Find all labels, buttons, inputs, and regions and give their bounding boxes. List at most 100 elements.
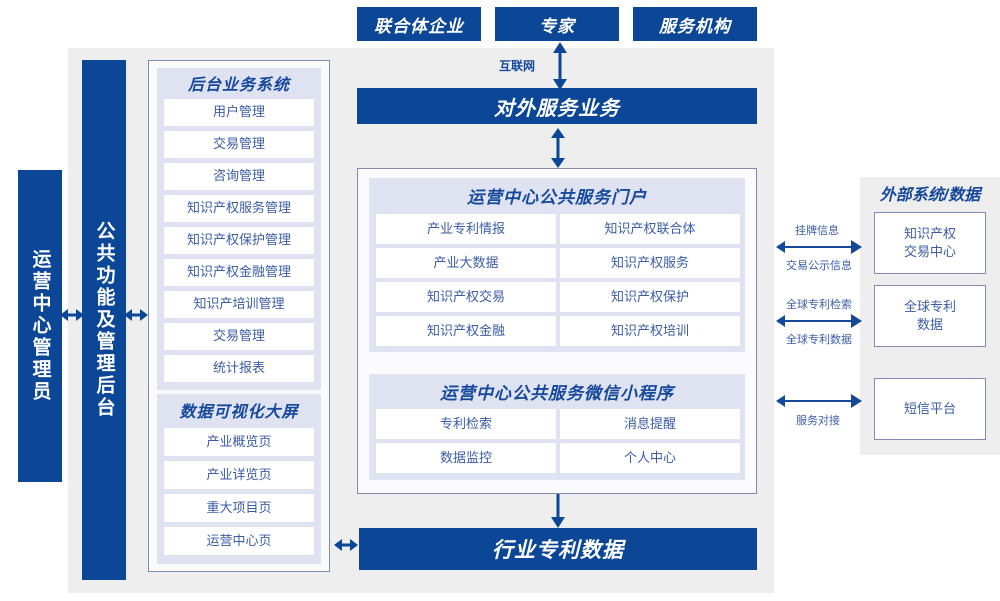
portal-title-text: 运营中心公共服务门户 xyxy=(467,187,647,207)
external-service-bar-label: 对外服务业务 xyxy=(494,97,620,120)
top-actor-label: 联合体企业 xyxy=(374,16,464,36)
miniprogram-item-label: 数据监控 xyxy=(439,449,492,465)
backend-system-title-text: 后台业务系统 xyxy=(187,77,290,94)
external-connection-0-below-label: 交易公示信息 xyxy=(774,257,864,273)
backend-item-3[interactable]: 知识产权服务管理 xyxy=(164,195,314,222)
portal-item-1[interactable]: 知识产权联合体 xyxy=(560,214,740,244)
portal-item-4[interactable]: 知识产权交易 xyxy=(376,282,556,312)
miniprogram-title-text: 运营中心公共服务微信小程序 xyxy=(440,383,674,403)
portal-item-3[interactable]: 知识产权服务 xyxy=(560,248,740,278)
miniprogram-item-1[interactable]: 消息提醒 xyxy=(560,409,740,439)
backend-item-4[interactable]: 知识产权保护管理 xyxy=(164,227,314,254)
external-connection-0-above-label: 挂牌信息 xyxy=(778,222,856,238)
backend-item-label: 咨询管理 xyxy=(212,168,265,184)
connection-label-text: 全球专利数据 xyxy=(786,334,852,346)
portal-item-label: 知识产权交易 xyxy=(426,288,505,304)
miniprogram-title: 运营中心公共服务微信小程序 xyxy=(369,376,745,406)
backend-item-7[interactable]: 交易管理 xyxy=(164,323,314,350)
portal-item-label: 知识产权保护 xyxy=(610,288,689,304)
top-actor-label: 专家 xyxy=(539,16,575,36)
external-connection-0-arrow xyxy=(776,238,862,256)
visualization-title-text: 数据可视化大屏 xyxy=(179,404,299,421)
top-actor-label: 服务机构 xyxy=(659,16,731,36)
miniprogram-item-label: 个人中心 xyxy=(623,449,676,465)
backend-item-label: 知识产培训管理 xyxy=(193,296,285,312)
connection-label-text: 全球专利检索 xyxy=(786,299,852,311)
external-connection-1-above-label: 全球专利检索 xyxy=(774,296,864,312)
external-item-2[interactable]: 短信平台 xyxy=(874,378,986,440)
backend-item-0[interactable]: 用户管理 xyxy=(164,99,314,126)
portal-item-label: 知识产权培训 xyxy=(610,322,689,338)
portal-item-label: 产业专利情报 xyxy=(426,220,505,236)
common-to-leftcol-arrow xyxy=(124,306,148,324)
external-item-0[interactable]: 知识产权 交易中心 xyxy=(874,212,986,274)
visualization-item-label: 产业概览页 xyxy=(206,433,272,449)
portal-title: 运营中心公共服务门户 xyxy=(369,180,745,210)
backend-item-label: 用户管理 xyxy=(212,104,265,120)
visualization-item-2[interactable]: 重大项目页 xyxy=(164,494,314,522)
portal-item-label: 知识产权联合体 xyxy=(604,220,696,236)
top-actor-box-2[interactable]: 服务机构 xyxy=(633,7,757,41)
backend-item-label: 统计报表 xyxy=(212,360,265,376)
external-connection-2-below-label: 服务对接 xyxy=(778,412,858,428)
visualization-item-label: 产业详览页 xyxy=(206,466,272,482)
portal-item-label: 知识产权金融 xyxy=(426,322,505,338)
miniprogram-item-2[interactable]: 数据监控 xyxy=(376,443,556,473)
leftcol-to-industry-arrow xyxy=(334,536,358,554)
external-panel-title: 外部系统/数据 xyxy=(860,180,1000,206)
visualization-item-3[interactable]: 运营中心页 xyxy=(164,527,314,555)
backend-item-1[interactable]: 交易管理 xyxy=(164,131,314,158)
backend-item-2[interactable]: 咨询管理 xyxy=(164,163,314,190)
external-connection-1-arrow xyxy=(776,312,862,330)
miniprogram-item-0[interactable]: 专利检索 xyxy=(376,409,556,439)
backend-item-6[interactable]: 知识产培训管理 xyxy=(164,291,314,318)
internet-arrow xyxy=(550,42,570,90)
external-panel-title-text: 外部系统/数据 xyxy=(879,187,981,204)
portal-item-6[interactable]: 知识产权金融 xyxy=(376,316,556,346)
external-item-label: 全球专利 数据 xyxy=(904,298,956,333)
left-bar-common-functions[interactable]: 公共功能及管理后台 xyxy=(82,60,126,580)
external-item-line2: 数据 xyxy=(916,317,943,332)
portal-item-2[interactable]: 产业大数据 xyxy=(376,248,556,278)
external-service-bar[interactable]: 对外服务业务 xyxy=(357,88,757,124)
portal-item-5[interactable]: 知识产权保护 xyxy=(560,282,740,312)
external-item-1[interactable]: 全球专利 数据 xyxy=(874,285,986,347)
top-actor-box-1[interactable]: 专家 xyxy=(495,7,619,41)
portal-item-7[interactable]: 知识产权培训 xyxy=(560,316,740,346)
industry-data-bar-label: 行业专利数据 xyxy=(492,539,624,562)
portal-item-label: 知识产权服务 xyxy=(610,254,689,270)
backend-item-label: 知识产权保护管理 xyxy=(186,232,291,248)
miniprogram-item-3[interactable]: 个人中心 xyxy=(560,443,740,473)
visualization-item-1[interactable]: 产业详览页 xyxy=(164,461,314,489)
internet-label: 互联网 xyxy=(488,56,546,74)
backend-item-label: 知识产权服务管理 xyxy=(186,200,291,216)
external-item-line1: 短信平台 xyxy=(903,401,956,417)
backend-item-label: 交易管理 xyxy=(212,136,265,152)
left-bar-operator[interactable]: 运营中心管理员 xyxy=(18,170,62,482)
external-item-line1: 全球专利 xyxy=(903,299,956,315)
external-connection-1-below-label: 全球专利数据 xyxy=(774,331,864,347)
backend-system-title: 后台业务系统 xyxy=(157,70,321,96)
portal-item-label: 产业大数据 xyxy=(433,254,499,270)
left-bar-label: 公共功能及管理后台 xyxy=(93,221,115,419)
connection-label-text: 交易公示信息 xyxy=(786,260,852,272)
backend-item-5[interactable]: 知识产权金融管理 xyxy=(164,259,314,286)
connection-label-text: 服务对接 xyxy=(796,415,840,427)
industry-data-bar[interactable]: 行业专利数据 xyxy=(359,528,757,570)
left-bar-label: 运营中心管理员 xyxy=(29,249,51,403)
top-actor-box-0[interactable]: 联合体企业 xyxy=(357,7,481,41)
external-connection-2-arrow xyxy=(776,392,862,410)
backend-item-8[interactable]: 统计报表 xyxy=(164,355,314,382)
backend-item-label: 交易管理 xyxy=(212,328,265,344)
visualization-item-0[interactable]: 产业概览页 xyxy=(164,428,314,456)
portal-to-industry-arrow xyxy=(548,494,568,528)
service-to-portal-arrow xyxy=(548,128,568,168)
miniprogram-item-label: 专利检索 xyxy=(439,415,492,431)
external-item-line2: 交易中心 xyxy=(903,244,956,259)
connection-label-text: 挂牌信息 xyxy=(795,225,839,237)
external-item-line1: 知识产权 xyxy=(903,226,956,242)
visualization-item-label: 重大项目页 xyxy=(206,499,272,515)
portal-item-0[interactable]: 产业专利情报 xyxy=(376,214,556,244)
miniprogram-item-label: 消息提醒 xyxy=(623,415,676,431)
operator-to-common-arrow xyxy=(60,306,84,324)
